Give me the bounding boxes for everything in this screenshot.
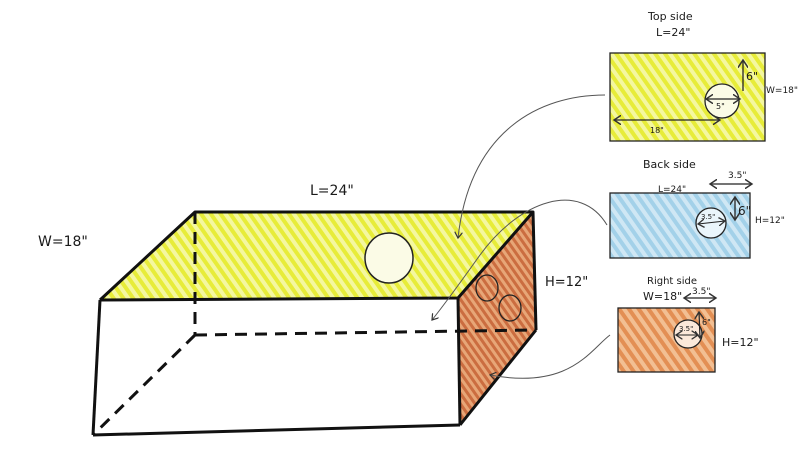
panel-top-offset-v: 6" — [746, 70, 758, 83]
panel-right-offset-v: 6" — [702, 318, 711, 327]
panel-top-offset-h: 18" — [650, 126, 664, 135]
front-face — [93, 298, 460, 435]
panel-top-length: L=24" — [656, 26, 690, 39]
panel-top-hole-dia: 5" — [716, 102, 725, 111]
connector-arrows — [432, 94, 611, 378]
box-3d: L=24" W=18" H=12" — [38, 183, 588, 437]
top-face — [100, 212, 533, 300]
panel-back-offset-v: 6" — [738, 204, 751, 218]
panel-back-length: L=24" — [658, 185, 686, 195]
top-hole — [364, 232, 414, 284]
box-length-label: L=24" — [310, 183, 354, 199]
panel-top-width: W=18" — [766, 86, 798, 96]
panel-right-width: W=18" — [643, 290, 682, 303]
box-height-label: H=12" — [545, 275, 588, 290]
panel-top-side: Top side L=24" 5" 6" W=18" 18" — [609, 10, 798, 142]
right-hole-1 — [475, 274, 499, 302]
panel-back-hole-dia: 3.5" — [701, 213, 715, 221]
panel-right-hole-dia: 3.5" — [679, 325, 693, 333]
panel-back-side: Back side L=24" 3.5" 3.5" 6" H=12" — [609, 158, 785, 259]
panel-back-height: H=12" — [755, 216, 785, 226]
panel-right-offset-h: 3.5" — [692, 287, 710, 297]
panel-right-title: Right side — [647, 276, 697, 287]
arrow-right — [490, 334, 611, 378]
panel-top-title: Top side — [647, 10, 693, 23]
right-face — [458, 212, 536, 425]
box-width-label: W=18" — [38, 234, 88, 250]
panel-back-offset-h: 3.5" — [728, 171, 746, 181]
panel-back-title: Back side — [643, 158, 696, 171]
panel-right-height: H=12" — [722, 336, 759, 349]
arrow-back — [432, 199, 608, 320]
panel-right-side: Right side W=18" 3.5" 3.5" 6" H=12" — [617, 276, 759, 373]
arrow-top — [458, 94, 606, 238]
right-hole-2 — [498, 294, 522, 322]
